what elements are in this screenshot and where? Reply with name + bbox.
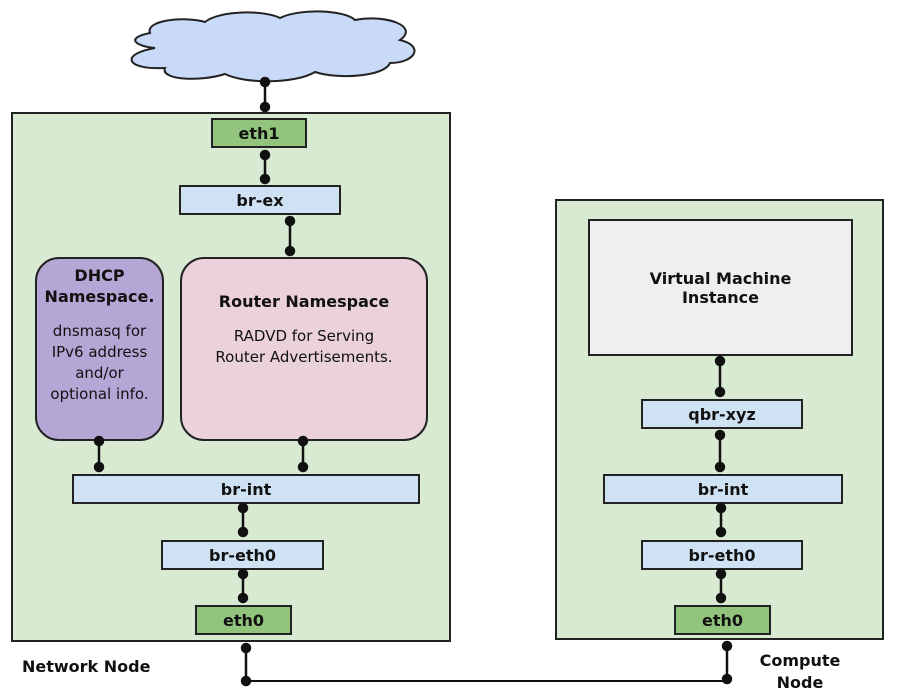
qbr-bridge[interactable]: qbr-xyz bbox=[641, 399, 803, 429]
vm-label-2: Instance bbox=[681, 287, 760, 307]
vm-instance[interactable]: Virtual Machine Instance bbox=[588, 219, 853, 356]
network-node-label: Network Node bbox=[22, 657, 151, 676]
router-namespace[interactable]: Router Namespace RADVD for Serving Route… bbox=[180, 257, 428, 441]
eth1-interface[interactable]: eth1 bbox=[211, 118, 307, 148]
router-desc-line: RADVD for Serving bbox=[233, 327, 375, 345]
wire-vm-qbr bbox=[714, 355, 726, 398]
wire-compute-eth0-drop bbox=[721, 640, 733, 685]
br-ex-bridge[interactable]: br-ex bbox=[179, 185, 341, 215]
network-eth0-label: eth0 bbox=[222, 610, 265, 630]
wire-brex-router bbox=[284, 215, 296, 257]
network-eth0-interface[interactable]: eth0 bbox=[195, 605, 292, 635]
wire-brint-breth0 bbox=[237, 502, 249, 538]
wire-c-breth0-eth0 bbox=[715, 568, 727, 604]
wire-cloud-eth1 bbox=[259, 76, 271, 113]
br-ex-label: br-ex bbox=[236, 190, 284, 210]
qbr-label: qbr-xyz bbox=[688, 404, 756, 424]
network-br-int-label: br-int bbox=[220, 479, 272, 499]
wire-c-brint-breth0 bbox=[715, 502, 727, 538]
dhcp-desc-line: IPv6 address bbox=[51, 343, 148, 361]
dhcp-desc-line: and/or bbox=[75, 364, 124, 382]
wire-router-brint bbox=[297, 435, 309, 473]
wire-breth0-eth0 bbox=[237, 568, 249, 604]
router-desc-line: Router Advertisements. bbox=[215, 348, 393, 366]
dhcp-namespace-title-1: DHCP bbox=[74, 266, 125, 285]
compute-eth0-interface[interactable]: eth0 bbox=[674, 605, 771, 635]
wire-qbr-brint bbox=[714, 429, 726, 473]
compute-node-label: Compute Node bbox=[759, 651, 841, 692]
cloud-icon bbox=[130, 10, 416, 83]
network-br-eth0-label: br-eth0 bbox=[208, 545, 276, 565]
wire-eth1-brex bbox=[259, 149, 271, 185]
vm-label-1: Virtual Machine bbox=[649, 268, 792, 288]
compute-br-eth0-label: br-eth0 bbox=[688, 545, 756, 565]
network-br-eth0-bridge[interactable]: br-eth0 bbox=[161, 540, 324, 570]
wire-dhcp-brint bbox=[93, 435, 105, 473]
compute-br-int-bridge[interactable]: br-int bbox=[603, 474, 843, 504]
dhcp-namespace[interactable]: DHCP Namespace. dnsmasq for IPv6 address… bbox=[35, 257, 164, 441]
network-br-int-bridge[interactable]: br-int bbox=[72, 474, 420, 504]
dhcp-desc-line: dnsmasq for bbox=[52, 322, 147, 340]
router-namespace-title: Router Namespace bbox=[218, 292, 390, 311]
wire-network-eth0-drop bbox=[240, 642, 252, 687]
compute-br-eth0-bridge[interactable]: br-eth0 bbox=[641, 540, 803, 570]
compute-br-int-label: br-int bbox=[697, 479, 749, 499]
dhcp-desc-line: optional info. bbox=[50, 385, 149, 403]
dhcp-namespace-title-2: Namespace. bbox=[44, 287, 155, 306]
eth1-label: eth1 bbox=[238, 123, 280, 143]
compute-eth0-label: eth0 bbox=[701, 610, 744, 630]
